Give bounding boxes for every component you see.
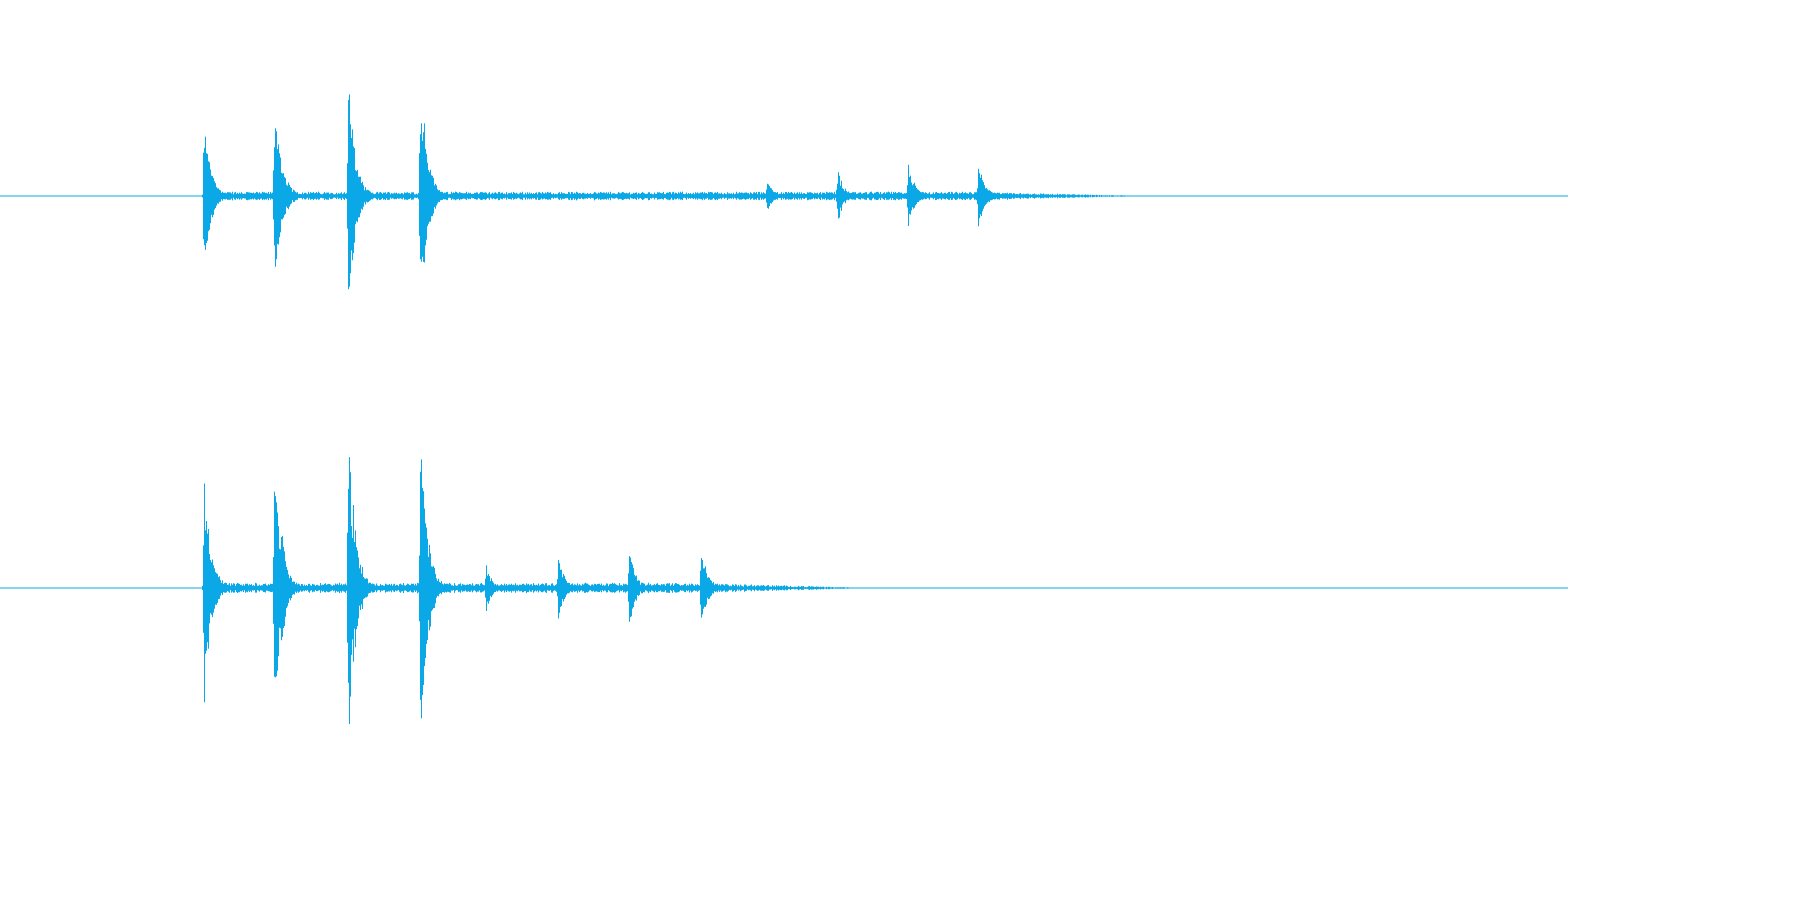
waveform-channel-1 — [0, 94, 1568, 290]
waveform-amplitude — [202, 94, 1125, 290]
waveform-canvas — [0, 94, 1568, 724]
waveform-view — [0, 94, 1568, 724]
waveform-amplitude — [202, 457, 849, 724]
waveform-channel-2 — [0, 457, 1568, 724]
